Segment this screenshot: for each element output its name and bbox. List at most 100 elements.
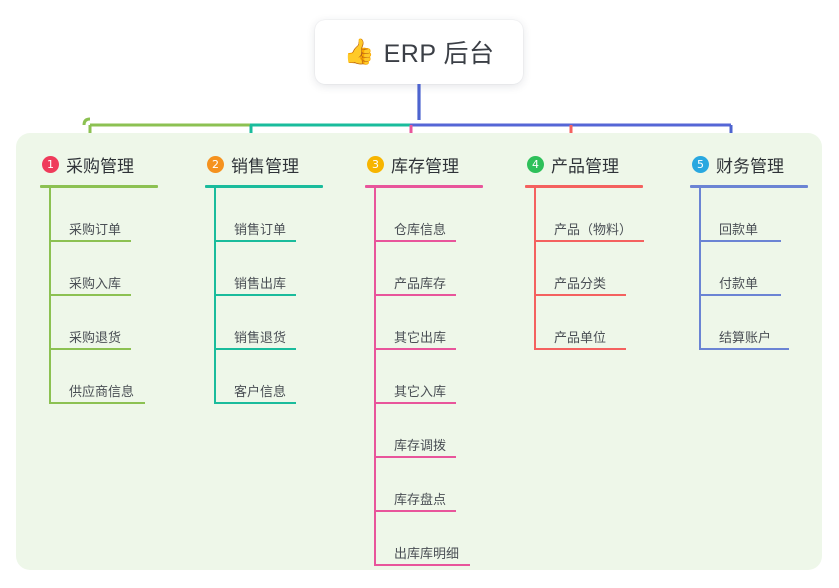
column-underline-3 (365, 185, 483, 188)
list-item-label: 销售退货 (234, 330, 287, 345)
list-item-underline (534, 294, 626, 296)
column-items-5: 回款单付款单结算账户 (690, 188, 808, 350)
list-item[interactable]: 其它出库 (365, 296, 483, 350)
list-item[interactable]: 库存盘点 (365, 458, 483, 512)
column-badge-2: 2 (207, 155, 224, 173)
column-items-4: 产品（物料） 产品分类产品单位 (525, 188, 644, 350)
list-item-label: 产品（物料） (554, 222, 633, 237)
list-item[interactable]: 销售退货 (205, 296, 323, 350)
list-item-underline (374, 240, 456, 242)
list-item-label: 库存盘点 (394, 492, 447, 507)
column-4: 4 产品管理产品（物料） 产品分类产品单位 (525, 149, 644, 350)
list-item-label: 仓库信息 (394, 222, 447, 237)
list-item-label: 产品单位 (554, 330, 607, 345)
list-item-underline (699, 294, 781, 296)
column-badge-4: 4 (527, 155, 544, 173)
column-items-3: 仓库信息产品库存其它出库其它入库库存调拨库存盘点出库库明细 (365, 188, 483, 566)
list-item-underline (374, 510, 456, 512)
list-item-underline (374, 294, 456, 296)
column-underline-2 (205, 185, 323, 188)
list-item-underline (214, 402, 296, 404)
list-item-underline (699, 240, 781, 242)
list-item-underline (534, 240, 644, 242)
list-item-underline (49, 402, 145, 404)
list-item-label: 付款单 (719, 276, 759, 291)
root-node[interactable]: 👍 ERP 后台 (315, 20, 523, 84)
column-underline-4 (525, 185, 643, 188)
list-item-label: 其它出库 (394, 330, 447, 345)
list-item[interactable]: 采购入库 (40, 242, 158, 296)
list-item[interactable]: 销售订单 (205, 188, 323, 242)
list-item-underline (699, 348, 789, 350)
list-item-label: 采购入库 (69, 276, 122, 291)
list-item-label: 客户信息 (234, 384, 287, 399)
column-2: 2 销售管理销售订单销售出库销售退货客户信息 (205, 149, 323, 404)
list-item[interactable]: 结算账户 (690, 296, 808, 350)
column-title-2: 销售管理 (231, 156, 299, 176)
list-item-label: 采购退货 (69, 330, 122, 345)
list-item[interactable]: 产品单位 (525, 296, 643, 350)
list-item[interactable]: 其它入库 (365, 350, 483, 404)
column-badge-3: 3 (367, 155, 384, 173)
diagram-panel: 1 采购管理采购订单采购入库采购退货供应商信息 2 销售管理销售订单销售出库销售退货客… (16, 133, 822, 570)
root-title: ERP 后台 (383, 40, 495, 68)
column-header-5[interactable]: 5 财务管理 (690, 149, 808, 179)
list-item[interactable]: 客户信息 (205, 350, 323, 404)
list-item-underline (214, 348, 296, 350)
list-item-underline (214, 240, 296, 242)
list-item-underline (49, 348, 131, 350)
column-1: 1 采购管理采购订单采购入库采购退货供应商信息 (40, 149, 158, 404)
list-item-underline (374, 456, 456, 458)
list-item[interactable]: 采购退货 (40, 296, 158, 350)
list-item-label: 销售出库 (234, 276, 287, 291)
list-item-underline (374, 402, 456, 404)
column-spine-2 (214, 188, 216, 404)
list-item[interactable]: 产品分类 (525, 242, 643, 296)
list-item-label: 供应商信息 (69, 384, 135, 399)
column-spine-1 (49, 188, 51, 404)
column-title-5: 财务管理 (716, 156, 784, 176)
column-header-1[interactable]: 1 采购管理 (40, 149, 158, 179)
column-header-2[interactable]: 2 销售管理 (205, 149, 323, 179)
list-item-label: 结算账户 (719, 330, 772, 345)
list-item[interactable]: 供应商信息 (40, 350, 158, 404)
drop-corner-1 (82, 117, 91, 126)
list-item-label: 采购订单 (69, 222, 122, 237)
list-item-label: 产品分类 (554, 276, 607, 291)
list-item-underline (49, 294, 131, 296)
list-item-underline (534, 348, 626, 350)
list-item-label: 库存调拨 (394, 438, 447, 453)
column-title-3: 库存管理 (391, 156, 459, 176)
column-title-1: 采购管理 (66, 156, 134, 176)
list-item[interactable]: 付款单 (690, 242, 808, 296)
list-item-label: 其它入库 (394, 384, 447, 399)
list-item-underline (374, 348, 456, 350)
list-item-underline (49, 240, 131, 242)
list-item-label: 销售订单 (234, 222, 287, 237)
list-item[interactable]: 采购订单 (40, 188, 158, 242)
thumbs-up-icon: 👍 (343, 37, 375, 66)
column-badge-1: 1 (42, 155, 59, 173)
list-item-underline (374, 564, 470, 566)
list-item-label: 回款单 (719, 222, 759, 237)
column-header-4[interactable]: 4 产品管理 (525, 149, 643, 179)
list-item-underline (214, 294, 296, 296)
list-item-label: 产品库存 (394, 276, 447, 291)
list-item[interactable]: 库存调拨 (365, 404, 483, 458)
column-header-3[interactable]: 3 库存管理 (365, 149, 483, 179)
list-item[interactable]: 产品（物料） (525, 188, 644, 242)
list-item[interactable]: 产品库存 (365, 242, 483, 296)
column-spine-4 (534, 188, 536, 350)
column-title-4: 产品管理 (551, 156, 619, 176)
list-item[interactable]: 回款单 (690, 188, 808, 242)
column-spine-3 (374, 188, 376, 566)
column-underline-5 (690, 185, 808, 188)
list-item-label: 出库库明细 (394, 546, 460, 561)
column-badge-5: 5 (692, 155, 709, 173)
list-item[interactable]: 出库库明细 (365, 512, 483, 566)
column-spine-5 (699, 188, 701, 350)
column-3: 3 库存管理仓库信息产品库存其它出库其它入库库存调拨库存盘点出库库明细 (365, 149, 483, 566)
list-item[interactable]: 仓库信息 (365, 188, 483, 242)
list-item[interactable]: 销售出库 (205, 242, 323, 296)
column-items-1: 采购订单采购入库采购退货供应商信息 (40, 188, 158, 404)
